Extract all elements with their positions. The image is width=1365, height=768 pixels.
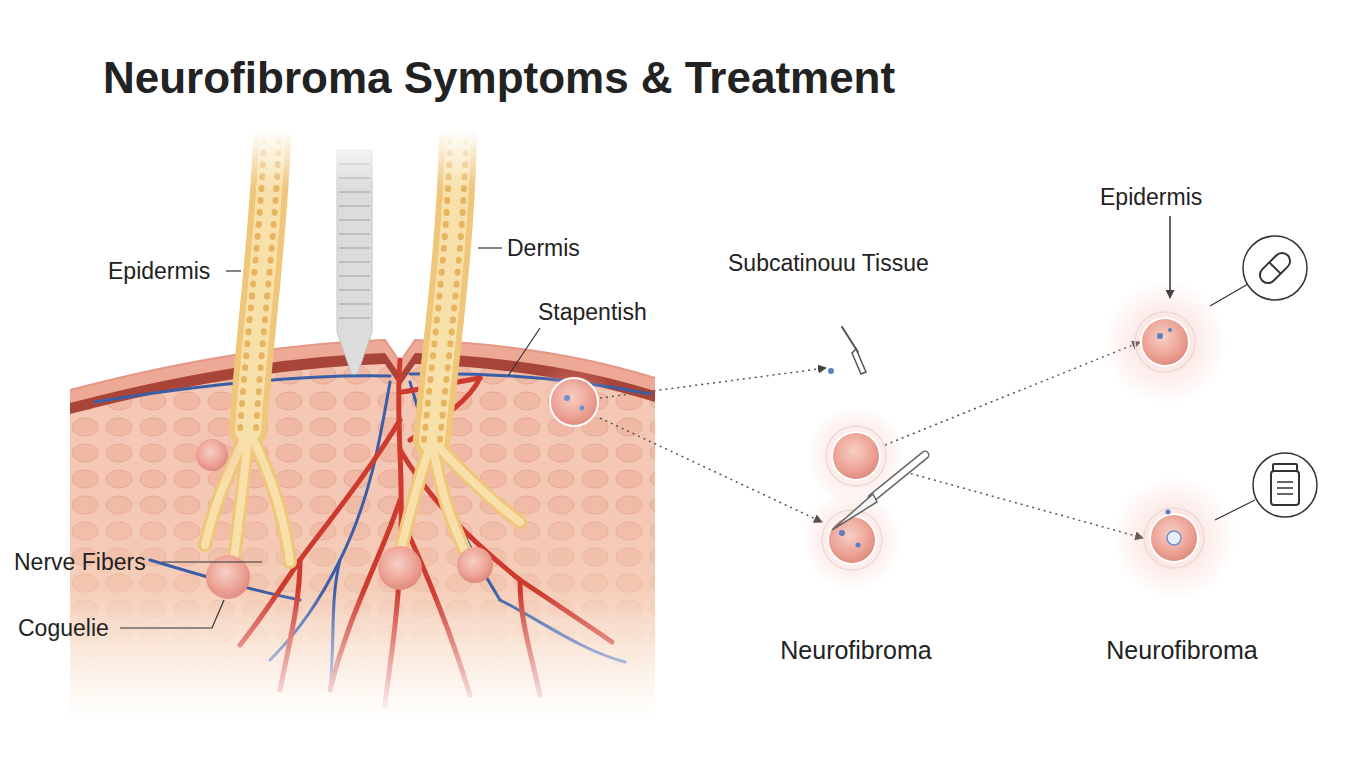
part-label: Neurofibroma [780,636,931,665]
part-label: Epidermis [1100,184,1202,210]
part-label: Stapentish [538,299,647,325]
part-label: Neurofibroma [1106,636,1257,665]
part-label: Nerve Fibers [14,549,146,575]
part-label: Coguelie [18,615,109,641]
part-label: Epidermis [108,258,210,284]
part-label: Subcatinouu Tissue [728,250,929,276]
part-label: Dermis [507,235,580,261]
diagram-title: Neurofibroma Symptoms & Treatment [103,53,895,104]
